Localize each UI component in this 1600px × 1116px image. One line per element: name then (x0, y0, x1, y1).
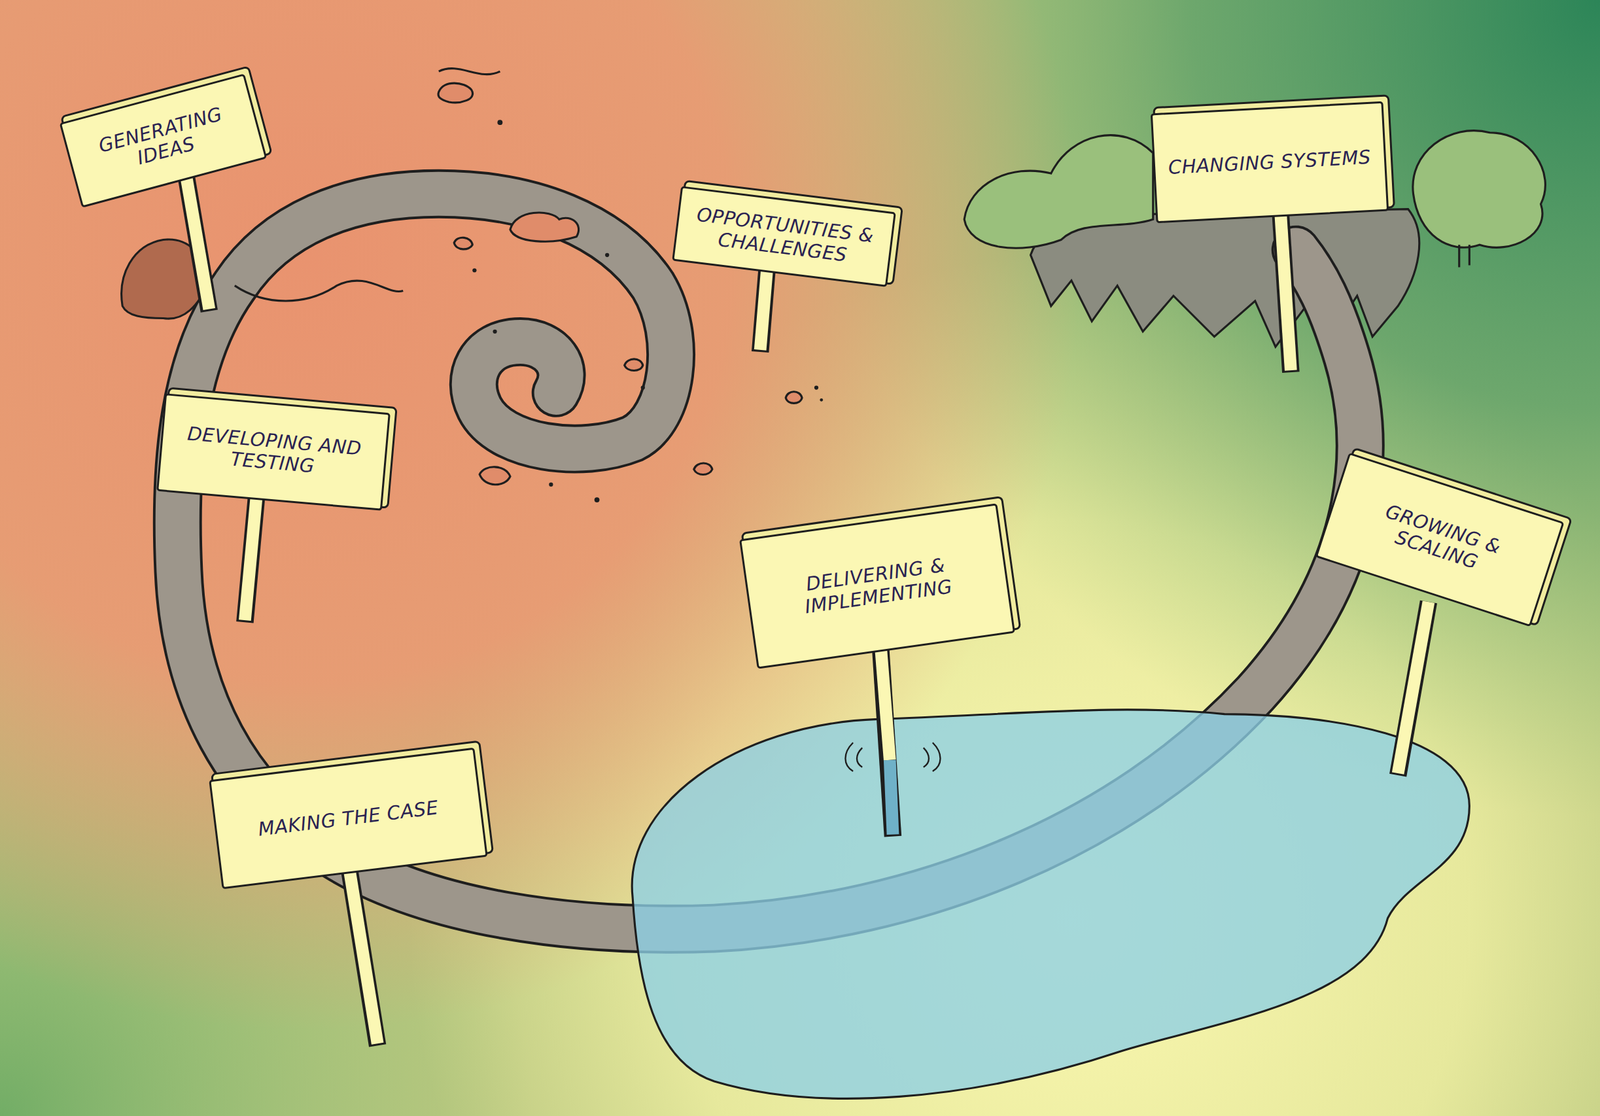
sign-board: CHANGING SYSTEMS (1150, 101, 1389, 224)
sign-text: MAKING THE CASE (256, 796, 439, 841)
sign-board: DEVELOPING AND TESTING (156, 393, 391, 511)
sign-posts (185, 173, 1429, 1046)
sign-text: CHANGING SYSTEMS (1167, 145, 1372, 179)
tree (1412, 130, 1546, 248)
stones (438, 83, 802, 485)
sign-board: GROWING & SCALING (1314, 452, 1565, 628)
sign-board: MAKING THE CASE (208, 747, 488, 890)
road-crack (234, 280, 403, 301)
sign-board: GENERATING IDEAS (59, 73, 268, 209)
sign-board: DELIVERING & IMPLEMENTING (739, 503, 1016, 669)
sign-board: OPPORTUNITIES & CHALLENGES (671, 185, 896, 288)
sign-text: GENERATING IDEAS (78, 98, 249, 184)
sign-text: GROWING & SCALING (1338, 487, 1542, 591)
squiggle (438, 68, 501, 75)
sign-text: DEVELOPING AND TESTING (172, 421, 375, 483)
tree (964, 135, 1154, 249)
water-pool (631, 709, 1470, 1099)
pebbles (472, 119, 823, 503)
tree-trunk (1459, 244, 1470, 267)
sign-text: DELIVERING & IMPLEMENTING (758, 548, 996, 625)
sign-text: OPPORTUNITIES & CHALLENGES (687, 203, 881, 270)
